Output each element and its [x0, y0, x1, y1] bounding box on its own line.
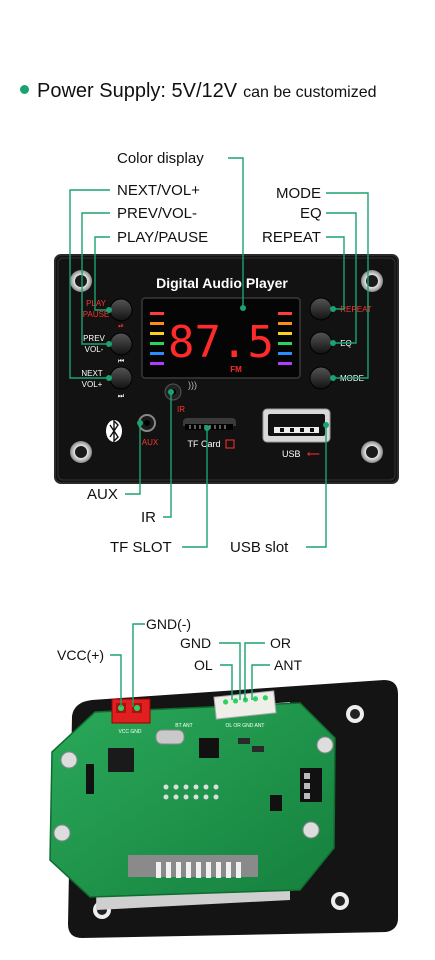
aux-panel-label: AUX: [142, 438, 159, 447]
color-display: 87.5 FM: [141, 297, 301, 379]
display-value: 87.5: [168, 317, 274, 368]
bluetooth-icon: [106, 419, 122, 443]
next-vol-up-button[interactable]: NEXT VOL+ ⏭: [81, 366, 133, 400]
power-terminal: VCC GND: [111, 698, 151, 735]
ir-panel-label: IR: [177, 405, 185, 414]
usb-arrow-icon: ⟵: [307, 449, 320, 459]
rear-callout-lines: [110, 623, 270, 707]
callout-mode: MODE: [276, 185, 321, 202]
pause-label: PAUSE: [83, 310, 110, 319]
rear-board: VCC GND OL OR GND ANT BT ANT: [49, 680, 398, 938]
callout-aux: AUX: [87, 486, 118, 503]
vol-up-label: VOL+: [82, 380, 103, 389]
vcc-gnd-silk: VCC GND: [118, 729, 141, 735]
signal-connector: OL OR GND ANT: [213, 690, 277, 729]
callout-repeat: REPEAT: [262, 229, 321, 246]
usb-port[interactable]: USB ⟵: [262, 408, 331, 459]
callout-next-vol-up: NEXT/VOL+: [117, 182, 200, 199]
usb-panel-label: USB: [282, 449, 301, 459]
callout-eq: EQ: [300, 205, 322, 222]
front-callout-lines: [69, 157, 369, 548]
callout-tf-slot: TF SLOT: [110, 539, 172, 556]
callout-ant: ANT: [274, 657, 302, 673]
callout-ol: OL: [194, 657, 213, 673]
callout-gnd-minus: GND(-): [146, 616, 192, 632]
pcb-components: BT ANT: [86, 723, 322, 878]
callout-color-display: Color display: [117, 150, 204, 167]
customize-note: can be customized: [243, 84, 377, 101]
screw-holes: [70, 270, 383, 463]
display-unit: FM: [230, 365, 242, 374]
bullet-dot: [20, 85, 29, 94]
play-pause-icon: ⏯: [118, 323, 124, 330]
connector-silk: OL OR GND ANT: [226, 723, 265, 729]
front-callout-dots: [106, 305, 336, 431]
vol-down-label: VOL-: [85, 345, 104, 354]
callout-gnd: GND: [180, 635, 212, 651]
callout-or: OR: [270, 635, 291, 651]
aux-jack[interactable]: AUX: [138, 414, 159, 447]
callout-play-pause: PLAY/PAUSE: [117, 229, 209, 246]
power-supply-label: Power Supply: 5V/12V: [37, 80, 238, 102]
play-label: PLAY: [86, 299, 107, 308]
callout-usb-slot: USB slot: [230, 539, 289, 556]
prev-label: PREV: [83, 334, 105, 343]
ir-wave-icon: ))): [188, 380, 197, 390]
tf-card-panel-label: TF Card: [187, 439, 220, 449]
callout-vcc-plus: VCC(+): [57, 647, 105, 663]
power-supply-header: Power Supply: 5V/12V can be customized: [20, 80, 377, 103]
panel-title: Digital Audio Player: [156, 275, 288, 291]
front-panel: Digital Audio Player 87.5 FM PLAY PA: [54, 254, 399, 484]
sd-card-icon: [225, 439, 235, 449]
bt-ant-silk: BT ANT: [175, 723, 192, 729]
next-label: NEXT: [81, 369, 102, 378]
next-icon: ⏭: [118, 393, 125, 400]
callout-prev-vol-down: PREV/VOL-: [117, 205, 198, 222]
callout-ir: IR: [141, 509, 156, 526]
prev-icon: ⏮: [118, 358, 124, 365]
